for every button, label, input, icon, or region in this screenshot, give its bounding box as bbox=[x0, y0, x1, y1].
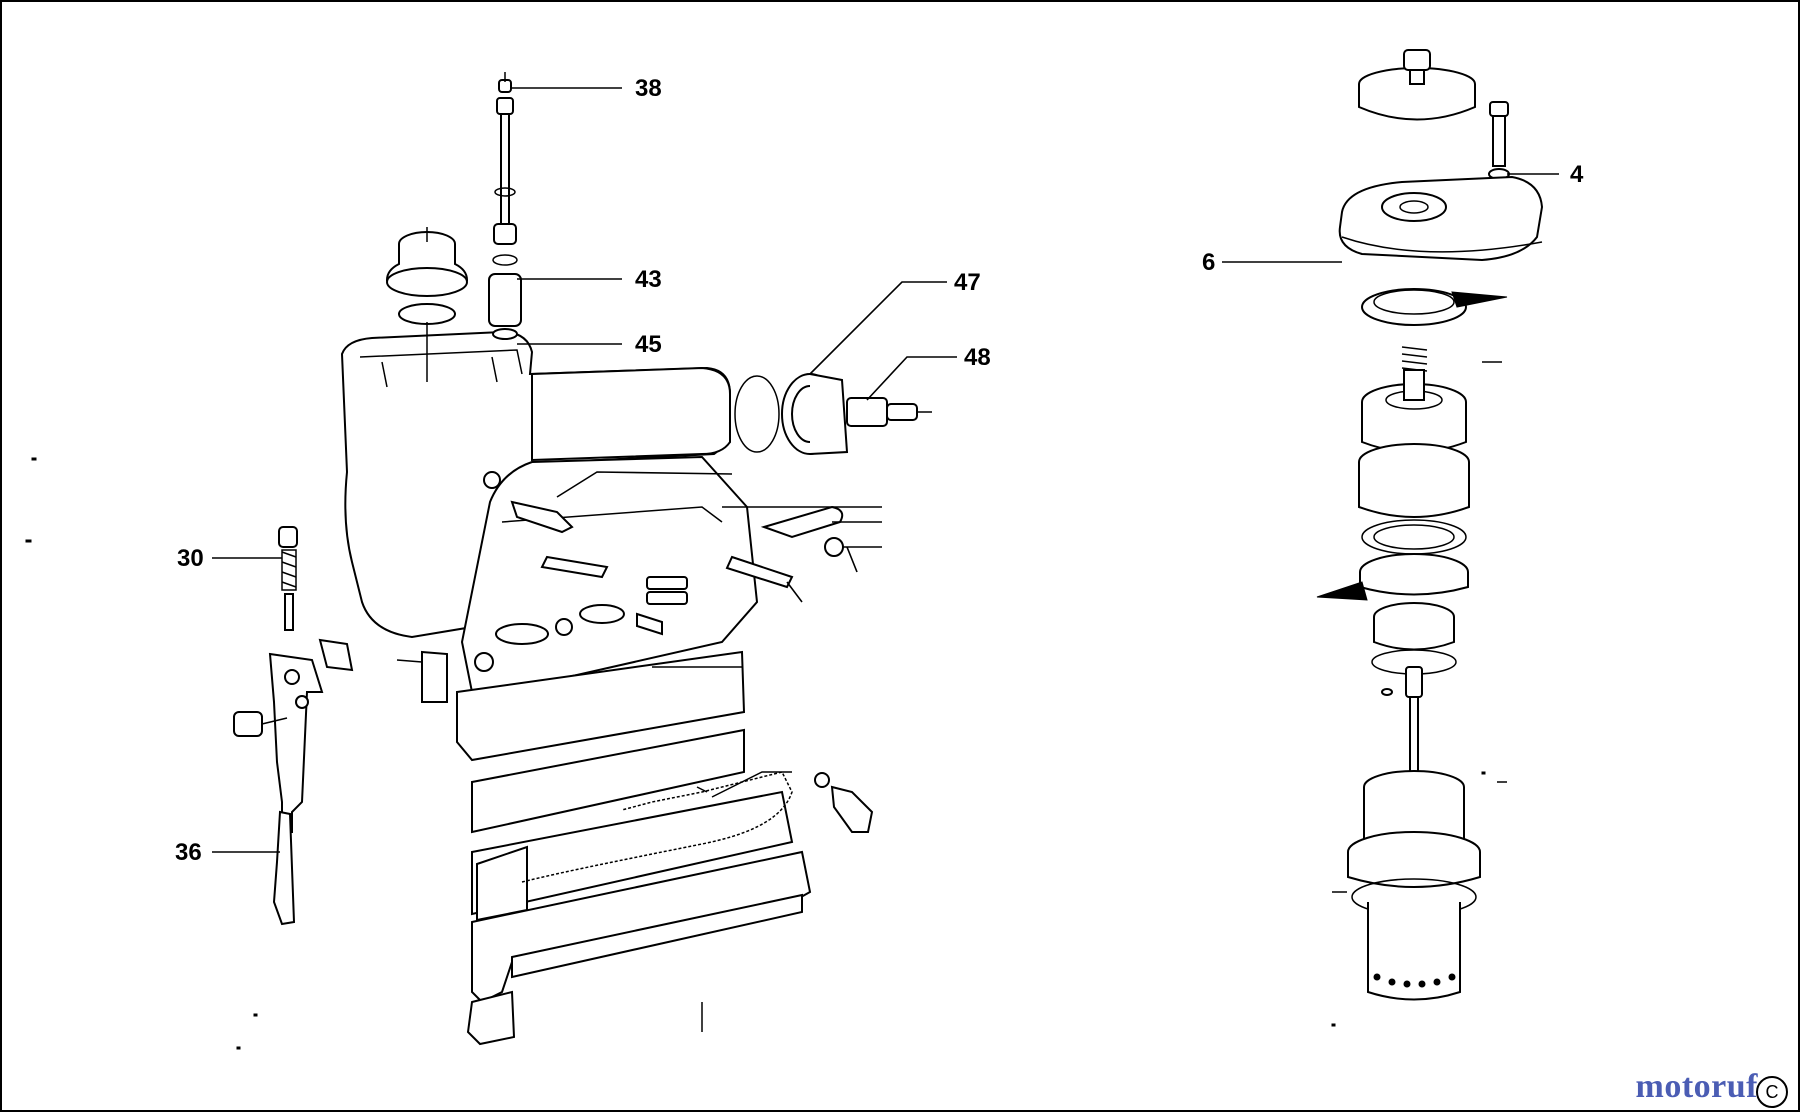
valve-stem-group bbox=[488, 72, 522, 340]
top-cap-group bbox=[385, 227, 469, 382]
nailer-body-assembly bbox=[340, 330, 882, 1046]
watermark-brand: motoruf bbox=[1636, 1068, 1758, 1106]
label-6: 6 bbox=[1202, 249, 1215, 276]
brand-text: motoruf bbox=[1635, 1068, 1758, 1105]
label-36: 36 bbox=[175, 839, 202, 866]
label-45: 45 bbox=[635, 331, 662, 358]
part-labels: 38 43 45 47 48 30 36 4 6 bbox=[175, 75, 1584, 866]
handle bbox=[531, 366, 731, 462]
magazine-rail bbox=[471, 728, 745, 834]
leader-lines bbox=[212, 87, 1559, 853]
cylinder-assembly bbox=[1316, 49, 1544, 1001]
leader-48 bbox=[866, 356, 957, 401]
scan-marks bbox=[25, 457, 1486, 1050]
trigger bbox=[760, 505, 844, 539]
contact-arm bbox=[268, 652, 324, 833]
vent-holes bbox=[1373, 973, 1456, 988]
label-38: 38 bbox=[635, 75, 662, 102]
copyright-icon: C bbox=[1756, 1076, 1788, 1108]
air-inlet-group bbox=[734, 373, 932, 455]
label-47: 47 bbox=[954, 269, 981, 296]
nose-bracket bbox=[456, 650, 746, 762]
label-43: 43 bbox=[635, 266, 662, 293]
safety-group bbox=[233, 526, 448, 926]
label-30: 30 bbox=[177, 545, 204, 572]
leader-47 bbox=[809, 281, 947, 375]
magazine-pusher bbox=[471, 790, 794, 916]
label-4: 4 bbox=[1570, 161, 1584, 188]
label-48: 48 bbox=[964, 344, 991, 371]
feed-spring bbox=[521, 771, 793, 883]
